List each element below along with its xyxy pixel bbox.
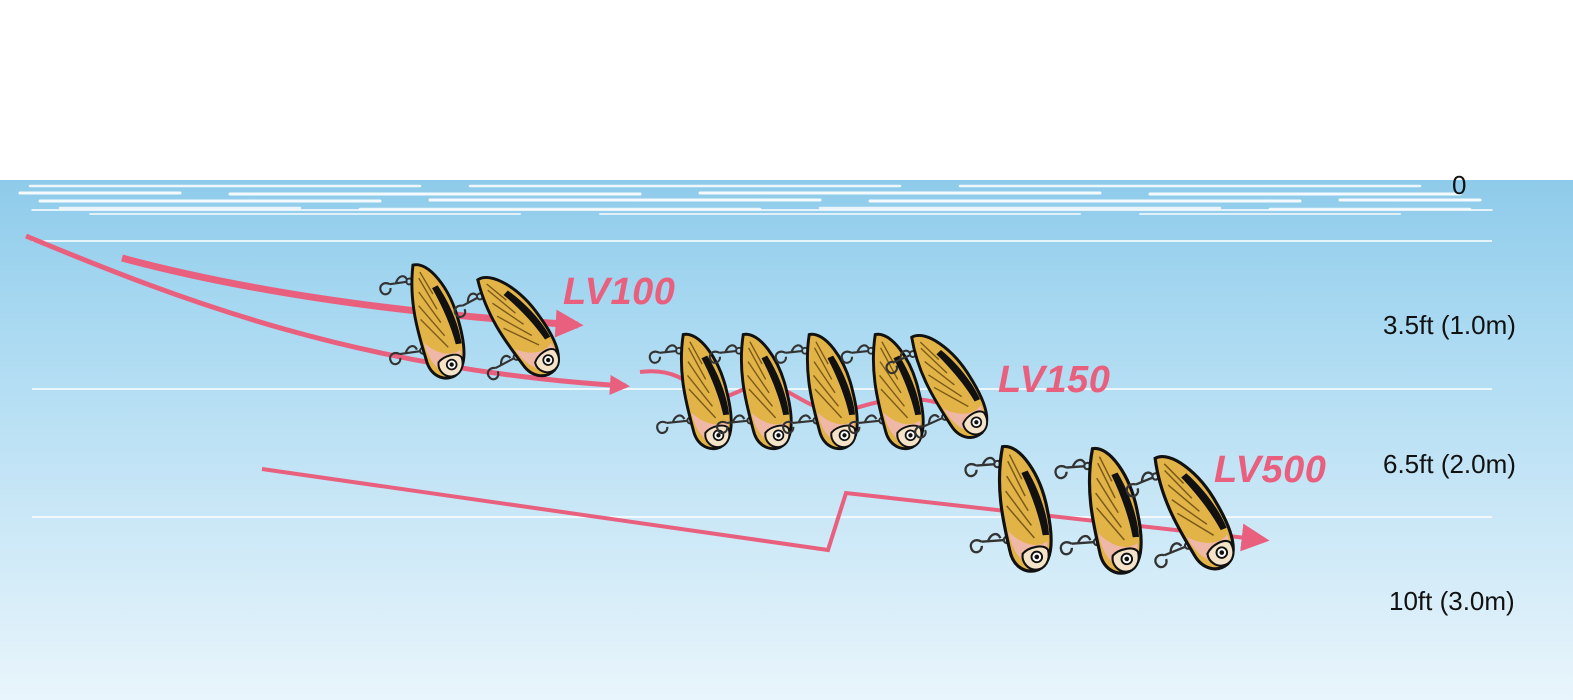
lv150-swim-path [25,233,630,396]
depth-label-level-1: 3.5ft (1.0m) [1383,310,1516,340]
depth-label-level-3: 10ft (3.0m) [1389,586,1515,616]
surface-ripples [18,184,1493,215]
lure-label-lv100: LV100 [563,271,676,313]
depth-label-surface: 0 [1452,170,1467,200]
lv500-swim-path [261,467,1270,553]
lure-label-lv150: LV150 [998,359,1111,401]
lure-label-lv500: LV500 [1214,449,1327,491]
depth-label-level-2: 6.5ft (2.0m) [1383,449,1516,479]
